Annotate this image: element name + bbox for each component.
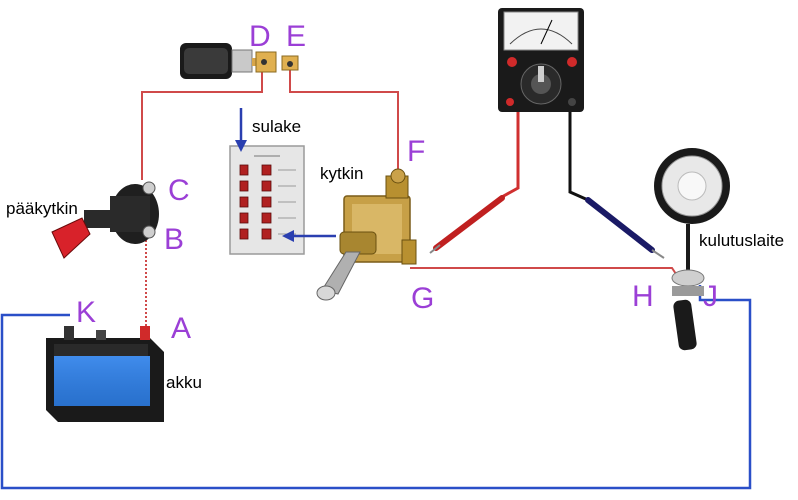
label-k: K <box>76 296 97 329</box>
label-a: A <box>171 312 192 345</box>
label-g: G <box>411 282 435 315</box>
battery-icon <box>46 326 164 422</box>
label-kytkin: kytkin <box>320 164 364 183</box>
label-h: H <box>632 280 654 313</box>
label-j: J <box>703 280 718 313</box>
multimeter-icon <box>498 8 584 112</box>
lamp-icon <box>654 148 730 351</box>
meter-red-lead <box>499 108 520 200</box>
toggle-switch-icon <box>316 168 417 301</box>
label-sulake: sulake <box>252 117 302 136</box>
label-kulutuslaite: kulutuslaite <box>699 231 785 250</box>
wires <box>0 70 752 490</box>
label-e: E <box>286 20 307 53</box>
red-wire-e-f <box>289 70 399 170</box>
label-b: B <box>164 223 185 256</box>
red-wire-g-h <box>410 267 681 281</box>
label-c: C <box>168 174 190 207</box>
label-f: F <box>407 135 426 168</box>
arrows <box>235 108 336 242</box>
blue-ground-wire <box>0 285 752 490</box>
red-wire-c-d <box>141 70 263 180</box>
meter-black-lead <box>568 108 589 202</box>
label-paakytkin: pääkytkin <box>6 199 78 218</box>
probes <box>429 195 665 259</box>
main-switch-icon <box>51 181 159 259</box>
label-akku: akku <box>166 373 202 392</box>
fuse-holder-icon <box>180 43 299 79</box>
label-d: D <box>249 20 271 53</box>
